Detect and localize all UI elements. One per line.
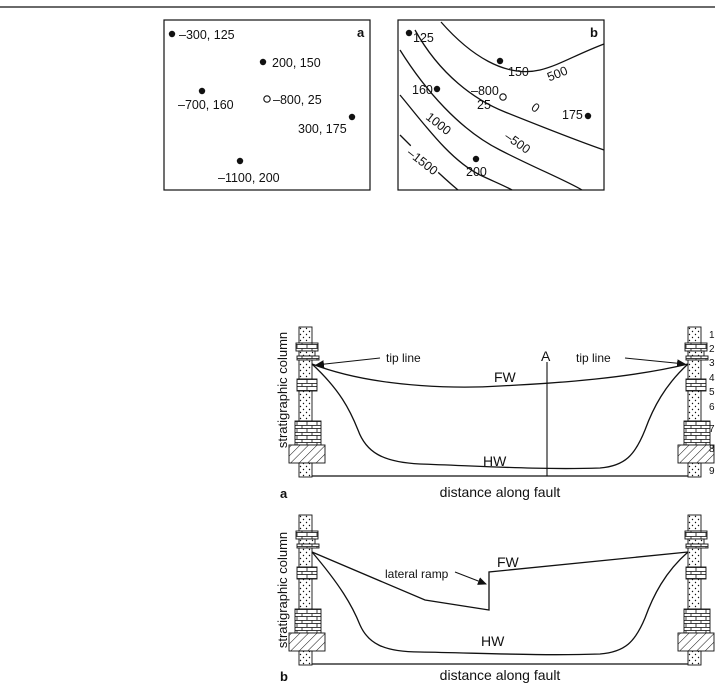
point-label: –700, 160 <box>178 98 234 112</box>
layer-number: 6 <box>709 402 715 413</box>
point-label: 200, 150 <box>272 56 321 70</box>
open-point-label: –800 <box>471 84 499 98</box>
panel-a-label: a <box>357 25 365 40</box>
xlabel: distance along fault <box>440 667 561 683</box>
layer-number: 4 <box>709 373 715 384</box>
tip-line-arrow-right <box>625 358 685 364</box>
top-panel-b: b 500 0 –500 1000 –1500 125 150 160 –800… <box>398 20 604 190</box>
point-label: 125 <box>413 31 434 45</box>
bottom-panel-b: stratigraphic column lateral ramp FW HW … <box>275 515 714 684</box>
ramp-label: lateral ramp <box>385 567 449 581</box>
panel-b-label: b <box>590 25 598 40</box>
ylabel: stratigraphic column <box>275 532 290 648</box>
tip-line-arrow-left <box>316 358 380 365</box>
point-marker <box>260 59 266 65</box>
point-marker <box>497 58 503 64</box>
layer-number: 2 <box>709 344 715 355</box>
point-label: 150 <box>508 65 529 79</box>
fw-label: FW <box>497 554 520 570</box>
point-label: –1100, 200 <box>218 171 280 185</box>
strat-column-left <box>289 515 325 665</box>
point-label: –800, 25 <box>273 93 322 107</box>
strat-column-left <box>289 327 325 477</box>
layer-number: 7 <box>709 424 715 435</box>
xlabel: distance along fault <box>440 484 561 500</box>
top-panel-a: a –300, 125 200, 150 –700, 160 –800, 25 … <box>164 20 370 190</box>
strat-column-right <box>678 515 714 665</box>
point-marker <box>169 31 175 37</box>
open-point-label: 25 <box>477 98 491 112</box>
layer-number: 3 <box>709 358 715 369</box>
layer-number: 8 <box>709 444 715 455</box>
point-marker <box>585 113 591 119</box>
ramp-arrow <box>455 572 486 584</box>
tip-line-label-right: tip line <box>576 351 611 365</box>
layer-number: 5 <box>709 387 715 398</box>
tip-line-label-left: tip line <box>386 351 421 365</box>
hw-label: HW <box>481 633 505 649</box>
open-point-marker <box>264 96 270 102</box>
point-label: 300, 175 <box>298 122 347 136</box>
point-marker <box>199 88 205 94</box>
bottom-panel-a: stratigraphic column 1 2 3 4 5 6 7 8 9 A… <box>275 327 715 501</box>
ylabel: stratigraphic column <box>275 332 290 448</box>
point-marker <box>349 114 355 120</box>
layer-number: 9 <box>709 466 715 477</box>
point-marker <box>406 30 412 36</box>
layer-numbers: 1 2 3 4 5 6 7 8 9 <box>709 330 715 477</box>
panel-label: a <box>280 486 288 501</box>
point-marker <box>237 158 243 164</box>
layer-number: 1 <box>709 330 715 341</box>
point-label: 200 <box>466 165 487 179</box>
section-label: A <box>541 348 551 364</box>
fw-label: FW <box>494 369 517 385</box>
point-label: –300, 125 <box>179 28 235 42</box>
point-label: 175 <box>562 108 583 122</box>
hw-label: HW <box>483 453 507 469</box>
panel-label: b <box>280 669 288 684</box>
point-marker <box>473 156 479 162</box>
point-label: 160 <box>412 83 433 97</box>
point-marker <box>434 86 440 92</box>
open-point-marker <box>500 94 506 100</box>
